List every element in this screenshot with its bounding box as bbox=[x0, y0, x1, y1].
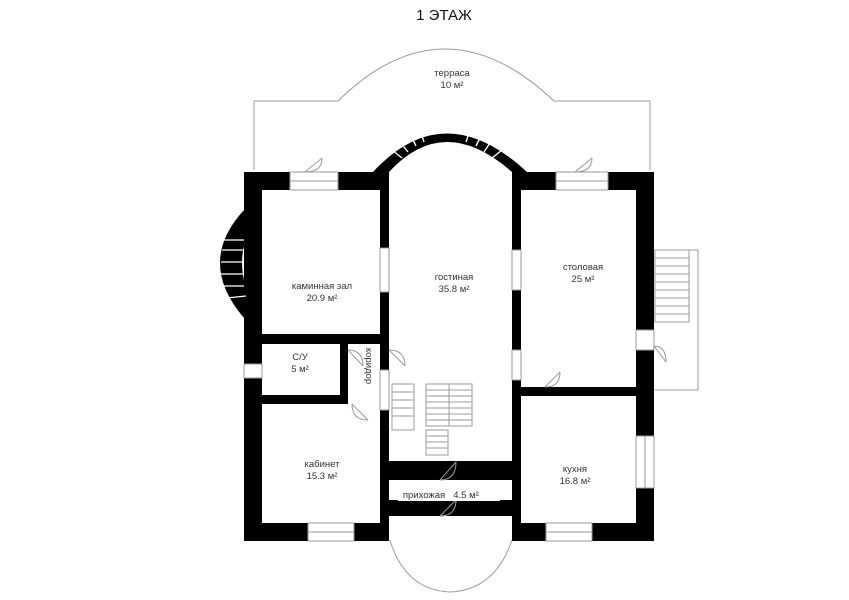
arch-windows bbox=[391, 129, 503, 159]
room-name: гостиная bbox=[435, 272, 474, 283]
room-area: 15.3 м² bbox=[307, 471, 338, 482]
room-fireplace: каминная зал 20.9 м² bbox=[292, 281, 352, 304]
room-area: 25 м² bbox=[572, 274, 595, 285]
side-stair bbox=[654, 249, 699, 391]
interior-stair bbox=[391, 383, 473, 456]
bay-window-left bbox=[221, 239, 247, 299]
room-name: прихожая bbox=[403, 490, 445, 501]
room-name: коридор bbox=[363, 348, 374, 384]
porch-outline bbox=[389, 539, 513, 593]
room-living: гостиная 35.8 м² bbox=[435, 272, 474, 295]
windows bbox=[243, 171, 655, 542]
floor-title: 1 ЭТАЖ bbox=[416, 7, 472, 24]
room-dining: столовая 25 м² bbox=[563, 262, 603, 285]
room-area: 10 м² bbox=[441, 80, 464, 91]
room-area: 20.9 м² bbox=[307, 293, 338, 304]
room-corridor: коридор bbox=[363, 348, 374, 384]
room-study: кабинет 15.3 м² bbox=[305, 459, 341, 482]
room-name: кухня bbox=[563, 464, 587, 475]
room-name: каминная зал bbox=[292, 281, 352, 292]
room-name: кабинет bbox=[305, 459, 341, 470]
room-name: терраса bbox=[434, 68, 470, 79]
terrace-outline bbox=[253, 48, 651, 170]
door-swings bbox=[304, 157, 667, 517]
room-bathroom: С/У 5 м² bbox=[291, 352, 309, 375]
room-terrace: терраса 10 м² bbox=[434, 68, 470, 91]
room-area: 35.8 м² bbox=[439, 284, 470, 295]
room-name: столовая bbox=[563, 262, 603, 273]
room-name: С/У bbox=[292, 352, 309, 363]
room-area: 16.8 м² bbox=[560, 476, 591, 487]
room-kitchen: кухня 16.8 м² bbox=[560, 464, 591, 487]
room-area: 4.5 м² bbox=[453, 490, 479, 501]
room-hall: прихожая 4.5 м² bbox=[398, 488, 500, 501]
room-area: 5 м² bbox=[291, 364, 309, 375]
